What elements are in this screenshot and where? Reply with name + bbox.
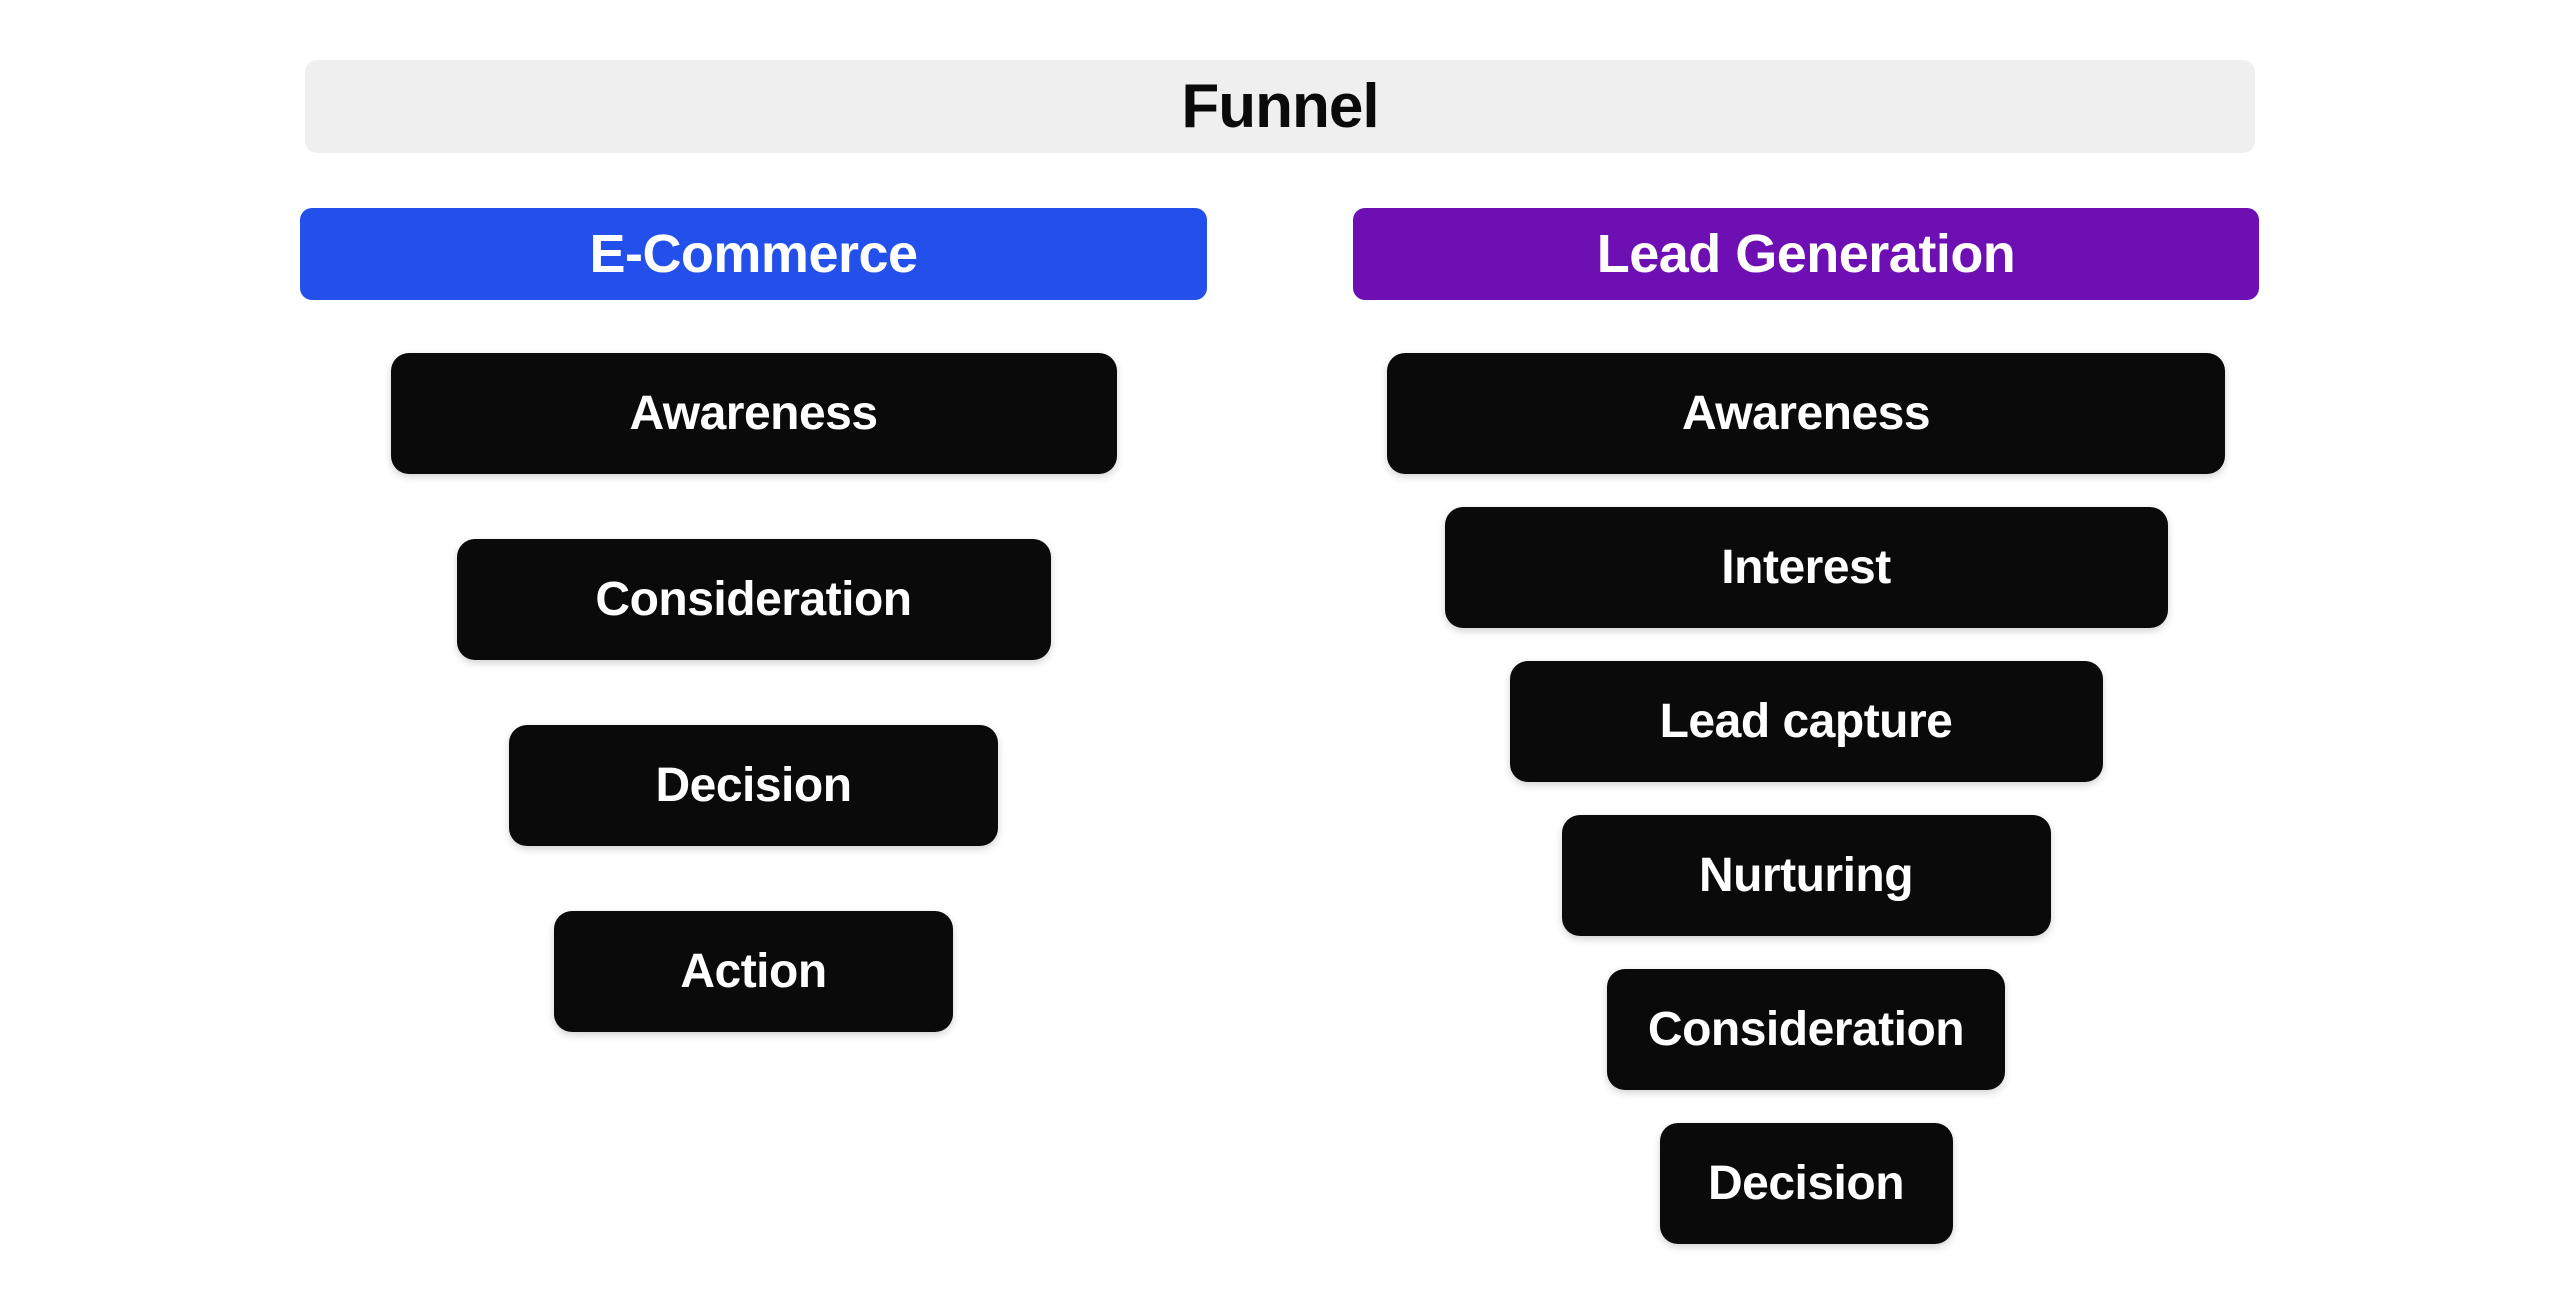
stage-lead-consideration: Consideration (1607, 969, 2005, 1090)
stage-lead-awareness: Awareness (1387, 353, 2225, 474)
lead-generation-header: Lead Generation (1353, 208, 2259, 300)
stage-lead-decision: Decision (1659, 1123, 1953, 1244)
stage-lead-nurturing: Nurturing (1561, 815, 2051, 936)
ecommerce-header: E-Commerce (300, 208, 1207, 300)
stage-ecommerce-awareness: Awareness (390, 353, 1117, 474)
stage-lead-interest: Interest (1444, 507, 2168, 628)
column-ecommerce: E-Commerce Awareness Consideration Decis… (300, 208, 1207, 1032)
stage-ecommerce-decision: Decision (509, 725, 998, 846)
column-lead-generation: Lead Generation Awareness Interest Lead … (1353, 208, 2259, 1244)
stage-ecommerce-consideration: Consideration (456, 539, 1051, 660)
lead-generation-stages: Awareness Interest Lead capture Nurturin… (1387, 353, 2225, 1244)
diagram-title: Funnel (305, 60, 2255, 153)
stage-lead-lead-capture: Lead capture (1509, 661, 2103, 782)
stage-ecommerce-action: Action (554, 911, 953, 1032)
ecommerce-stages: Awareness Consideration Decision Action (390, 353, 1117, 1032)
